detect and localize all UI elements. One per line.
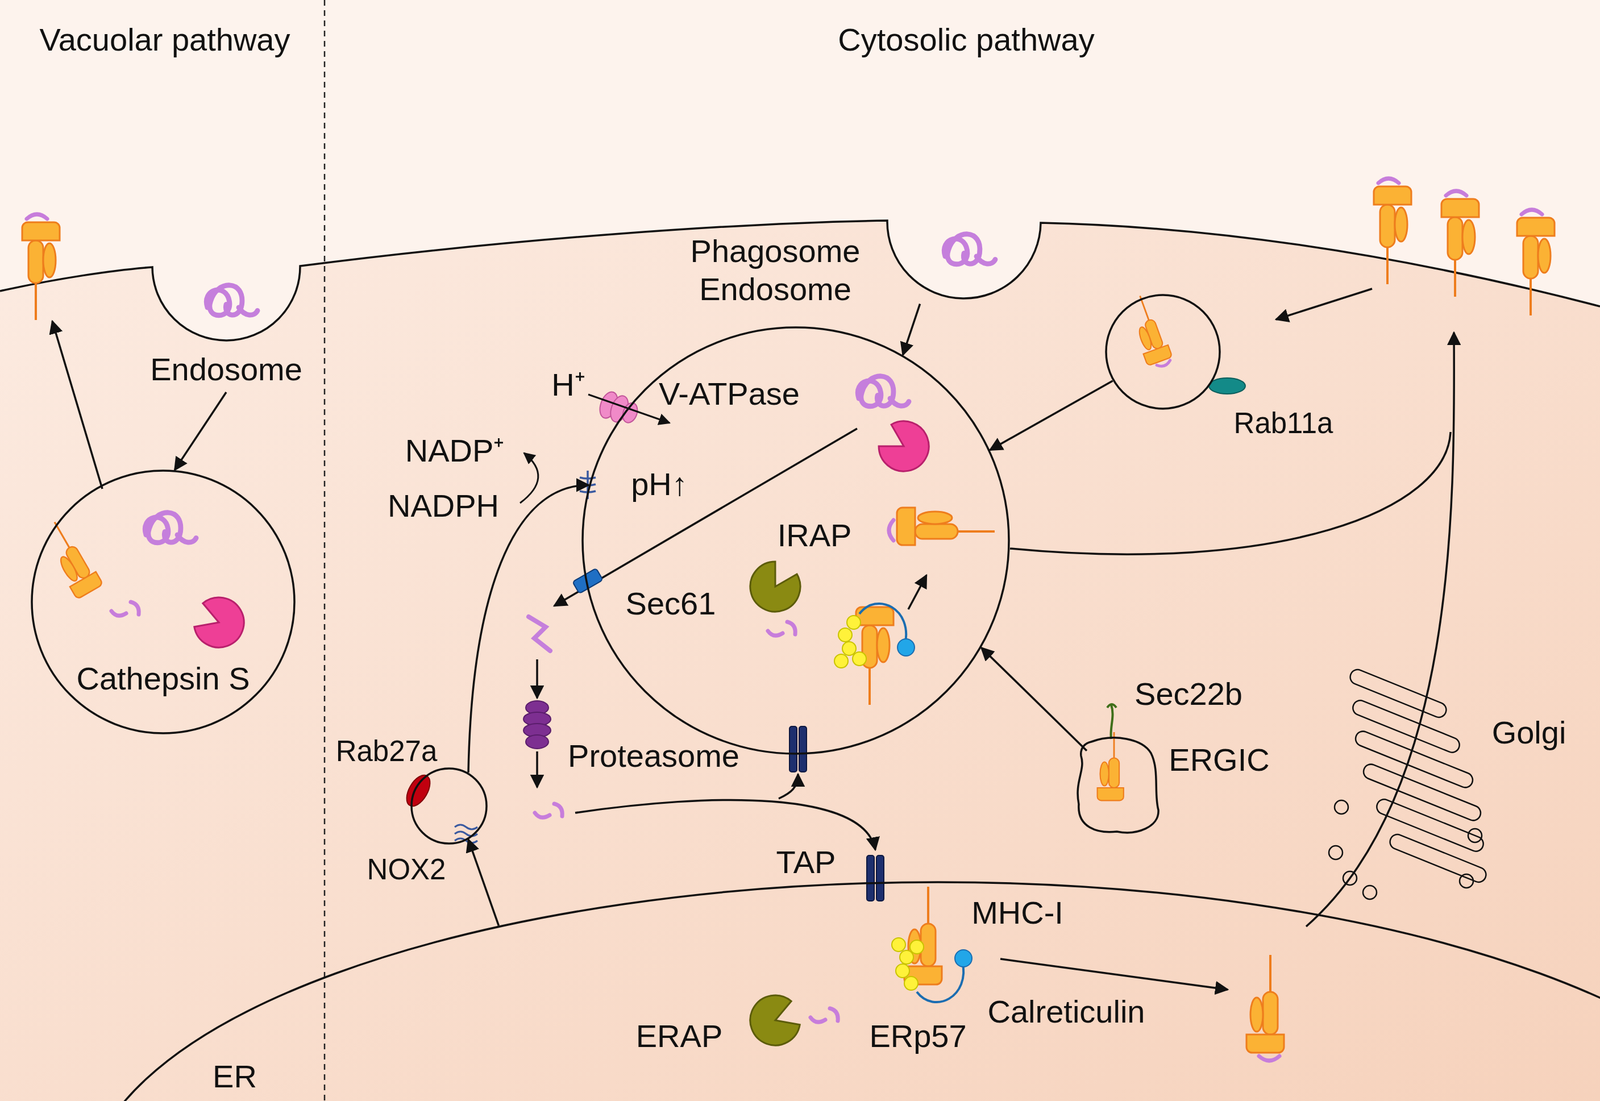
text-label: TAP <box>776 842 837 881</box>
node-outline <box>410 767 488 845</box>
text-label: Phagosome Endosome <box>681 231 870 309</box>
arrow-connector <box>990 380 1113 451</box>
text-label: H⁺ <box>551 365 585 404</box>
text-label: Calreticulin <box>987 992 1146 1031</box>
node-outline <box>1104 293 1221 410</box>
node-outline <box>85 880 1600 1101</box>
recycling-vesicle: Rab11a <box>1104 293 1221 410</box>
node-outline <box>1324 665 1484 910</box>
text-label: Proteasome <box>567 736 740 775</box>
text-label: Cathepsin S <box>76 659 250 698</box>
arrow-connector <box>981 647 1087 751</box>
arrow-connector <box>468 484 589 773</box>
text-label: NOX2 <box>367 852 447 887</box>
text-label: IRAP <box>777 516 853 555</box>
text-label: NADP⁺ <box>405 431 505 470</box>
arrow-connector <box>903 304 921 356</box>
text-label: V-ATPase <box>658 374 800 413</box>
er-compartment: ER <box>85 880 1600 1101</box>
node-outline <box>1074 736 1160 836</box>
phagosome-invagination: Phagosome Endosome <box>887 215 1041 313</box>
text-label: Rab11a <box>1233 405 1334 441</box>
text-label: ERAP <box>636 1016 723 1055</box>
endosome-circle: Cathepsin S <box>30 469 296 735</box>
arrow-connector <box>468 839 499 926</box>
text-label: ERp57 <box>869 1016 967 1055</box>
text-label: Vacuolar pathway <box>39 20 291 59</box>
endosome-invagination: Endosome <box>152 244 301 393</box>
text-label: NADPH <box>387 486 500 525</box>
nox2-vesicle: Rab27aNOX2 <box>410 767 488 845</box>
text-label: Golgi <box>1492 713 1567 752</box>
text-label: ER <box>212 1057 257 1096</box>
text-label: MHC-I <box>971 893 1064 932</box>
text-label: Cytosolic pathway <box>837 20 1095 59</box>
ergic-compartment: Sec22bERGIC <box>1074 736 1160 836</box>
text-label: Rab27a <box>335 733 438 769</box>
arrow-connector <box>174 392 227 471</box>
text-label: Sec22b <box>1134 674 1243 713</box>
text-label: pH↑ <box>630 464 688 504</box>
text-label: Sec61 <box>625 584 717 623</box>
text-label: ERGIC <box>1168 740 1270 779</box>
golgi-stack: Golgi <box>1324 665 1484 910</box>
text-label: Endosome <box>150 350 303 389</box>
